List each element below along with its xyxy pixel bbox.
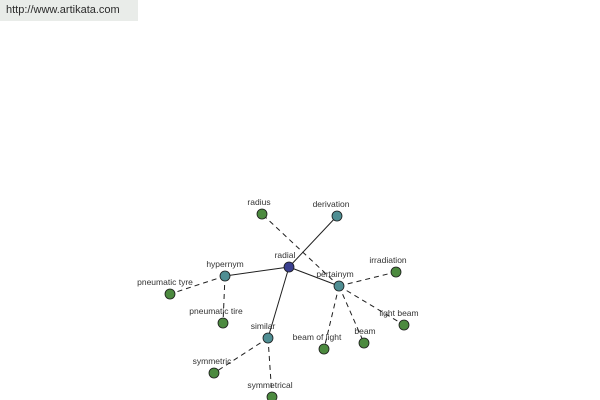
label-symmetrical[interactable]: symmetrical	[247, 380, 292, 390]
node-light-beam[interactable]	[398, 319, 410, 331]
graph-nodes	[164, 208, 410, 400]
label-symmetric[interactable]: symmetric	[193, 356, 232, 366]
label-hypernym[interactable]: hypernym	[206, 259, 243, 269]
graph-labels: radial derivation hypernym pertainym similar…	[137, 197, 418, 390]
edge-hypernym-pneumatic-tire	[222, 275, 226, 324]
edge-radial-similar	[267, 266, 290, 339]
node-similar[interactable]	[262, 332, 274, 344]
edge-pertainym-beam	[338, 285, 365, 344]
node-pertainym[interactable]	[333, 280, 345, 292]
edge-similar-symmetrical	[267, 337, 273, 398]
node-pneumatic-tyre[interactable]	[164, 288, 176, 300]
edge-radial-derivation	[288, 215, 338, 268]
label-derivation[interactable]: derivation	[313, 199, 350, 209]
label-pertainym[interactable]: pertainym	[316, 269, 353, 279]
label-irradiation[interactable]: irradiation	[369, 255, 407, 265]
edge-radial-pertainym	[288, 266, 340, 287]
label-pneumatic-tyre[interactable]: pneumatic tyre	[137, 277, 193, 287]
edge-pertainym-irradiation	[338, 271, 397, 287]
edge-pertainym-beam-of-light	[323, 285, 340, 350]
node-derivation[interactable]	[331, 210, 343, 222]
node-symmetric[interactable]	[208, 367, 220, 379]
edge-hypernym-pneumatic-tyre	[169, 275, 226, 295]
node-radius[interactable]	[256, 208, 268, 220]
node-pneumatic-tire[interactable]	[217, 317, 229, 329]
node-beam[interactable]	[358, 337, 370, 349]
edge-radial-hypernym	[224, 266, 290, 277]
node-irradiation[interactable]	[390, 266, 402, 278]
label-similar[interactable]: similar	[251, 321, 276, 331]
label-radial[interactable]: radial	[275, 250, 296, 260]
label-beam[interactable]: beam	[354, 326, 375, 336]
node-symmetrical[interactable]	[266, 391, 278, 400]
edge-similar-symmetric	[213, 337, 269, 374]
graph-edges	[169, 213, 405, 398]
url-bar: http://www.artikata.com	[0, 0, 138, 21]
site-url-link[interactable]: http://www.artikata.com	[6, 4, 120, 16]
node-beam-of-light[interactable]	[318, 343, 330, 355]
node-hypernym[interactable]	[219, 270, 231, 282]
label-beam-of-light[interactable]: beam of light	[293, 332, 342, 342]
edge-pertainym-light-beam	[338, 285, 405, 326]
label-radius[interactable]: radius	[247, 197, 270, 207]
node-radial[interactable]	[283, 261, 295, 273]
label-light-beam[interactable]: light beam	[379, 308, 418, 318]
label-pneumatic-tire[interactable]: pneumatic tire	[189, 306, 243, 316]
